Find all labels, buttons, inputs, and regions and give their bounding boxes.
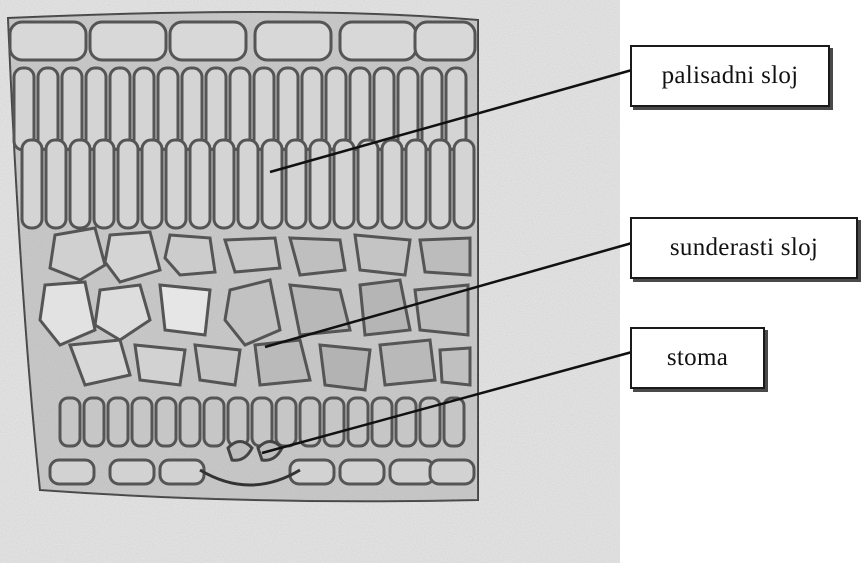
lower-cell	[60, 398, 80, 446]
palisade-cell	[118, 140, 138, 228]
palisade-cell	[94, 140, 114, 228]
lower-cell	[444, 398, 464, 446]
palisade-cell	[382, 140, 402, 228]
lower-cell	[228, 398, 248, 446]
palisade-cell	[398, 68, 418, 150]
lower-cell	[252, 398, 272, 446]
palisade-cell	[46, 140, 66, 228]
palisade-cell	[158, 68, 178, 150]
epidermis-cell	[50, 460, 94, 484]
lower-cell	[324, 398, 344, 446]
palisade-cell	[22, 140, 42, 228]
epidermis-cell	[255, 22, 331, 60]
palisade-cell	[422, 68, 442, 150]
palisade-cell	[38, 68, 58, 150]
palisade-cell	[302, 68, 322, 150]
palisade-cell	[206, 68, 226, 150]
palisade-cell	[142, 140, 162, 228]
palisade-cell	[110, 68, 130, 150]
palisade-layer	[14, 68, 474, 228]
palisade-cell	[310, 140, 330, 228]
palisade-cell	[326, 68, 346, 150]
palisade-cell	[134, 68, 154, 150]
palisade-cell	[86, 68, 106, 150]
label-palisade-layer: palisadni sloj	[630, 45, 830, 107]
upper-epidermis	[10, 22, 475, 60]
epidermis-cell	[340, 460, 384, 484]
palisade-cell	[230, 68, 250, 150]
epidermis-cell	[160, 460, 204, 484]
palisade-cell	[358, 140, 378, 228]
lower-cell	[108, 398, 128, 446]
lower-cell	[180, 398, 200, 446]
palisade-cell	[446, 68, 466, 150]
lower-cell	[132, 398, 152, 446]
palisade-cell	[278, 68, 298, 150]
palisade-cell	[182, 68, 202, 150]
palisade-cell	[254, 68, 274, 150]
palisade-cell	[70, 140, 90, 228]
epidermis-cell	[430, 460, 474, 484]
label-stoma: stoma	[630, 327, 765, 389]
epidermis-cell	[170, 22, 246, 60]
palisade-cell	[190, 140, 210, 228]
lower-cell	[276, 398, 296, 446]
palisade-cell	[62, 68, 82, 150]
epidermis-cell	[340, 22, 416, 60]
label-spongy-layer: sunderasti sloj	[630, 217, 858, 279]
epidermis-cell	[10, 22, 86, 60]
palisade-cell	[286, 140, 306, 228]
lower-cell	[204, 398, 224, 446]
epidermis-cell	[110, 460, 154, 484]
epidermis-cell	[390, 460, 434, 484]
palisade-cell	[262, 140, 282, 228]
lower-cell-row	[60, 398, 464, 446]
palisade-cell	[166, 140, 186, 228]
epidermis-cell	[415, 22, 475, 60]
epidermis-cell	[90, 22, 166, 60]
palisade-cell	[350, 68, 370, 150]
lower-cell	[348, 398, 368, 446]
palisade-cell	[454, 140, 474, 228]
lower-cell	[396, 398, 416, 446]
palisade-cell	[430, 140, 450, 228]
lower-cell	[84, 398, 104, 446]
palisade-cell	[406, 140, 426, 228]
palisade-cell	[14, 68, 34, 150]
lower-cell	[156, 398, 176, 446]
palisade-cell	[214, 140, 234, 228]
palisade-cell	[238, 140, 258, 228]
